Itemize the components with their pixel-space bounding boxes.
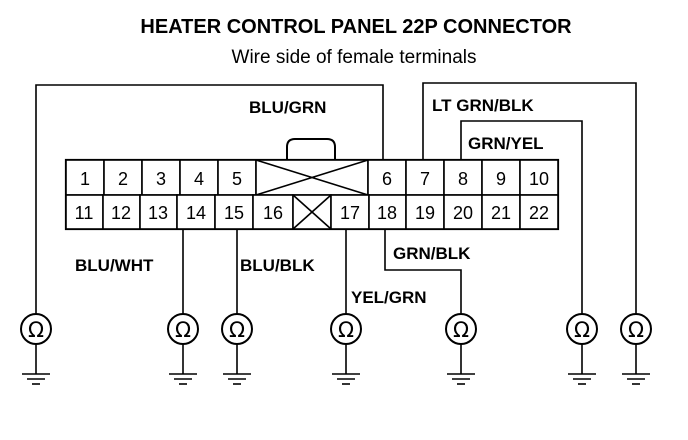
pin-number: 8 [458, 169, 468, 189]
connector-22p: 1 2 3 4 5 6 7 8 9 10 11 12 13 14 15 16 1… [64, 138, 560, 231]
ohmmeter-6: Ω [566, 313, 598, 385]
connector-lock-tab [286, 138, 336, 160]
pin-number: 9 [496, 169, 506, 189]
ohmmeter-5: Ω [445, 313, 477, 385]
ohmmeter-3: Ω [221, 313, 253, 385]
ohm-symbol: Ω [574, 318, 590, 342]
pin-cell-15 [214, 194, 254, 230]
ohm-symbol: Ω [28, 318, 44, 342]
pin-number: 14 [186, 203, 206, 223]
wire-grn-blk [384, 229, 462, 315]
pin-number: 10 [529, 169, 549, 189]
pin-numbers-top: 1 2 3 4 5 6 7 8 9 10 [80, 169, 549, 189]
wire-labels: BLU/GRN LT GRN/BLK GRN/YEL BLU/WHT BLU/B… [75, 96, 544, 307]
ground-icon [223, 344, 251, 385]
pin-number: 5 [232, 169, 242, 189]
pin-number: 3 [156, 169, 166, 189]
pin-numbers-bottom: 11 12 13 14 15 16 17 18 19 20 21 22 [75, 203, 549, 223]
label-yel-grn: YEL/GRN [351, 288, 427, 307]
pin-number: 13 [148, 203, 168, 223]
wire-blu-grn [35, 84, 384, 315]
label-blu-grn: BLU/GRN [249, 98, 326, 117]
ohmmeter-2: Ω [167, 313, 199, 385]
wire-grn-yel [460, 120, 583, 315]
pin-number: 1 [80, 169, 90, 189]
pin-number: 7 [420, 169, 430, 189]
wires [35, 82, 637, 315]
pin-cell-14 [176, 194, 216, 230]
pin-number: 12 [111, 203, 131, 223]
ohm-symbol: Ω [175, 318, 191, 342]
ohm-symbol: Ω [453, 318, 469, 342]
pin-number: 2 [118, 169, 128, 189]
ground-icon [622, 344, 650, 385]
blocked-cavity-bottom-x2 [292, 194, 332, 230]
ohm-symbol: Ω [628, 318, 644, 342]
pin-number: 19 [415, 203, 435, 223]
pin-number: 16 [263, 203, 283, 223]
ground-icon [169, 344, 197, 385]
label-grn-blk: GRN/BLK [393, 244, 471, 263]
pin-cell-18 [368, 194, 407, 230]
pin-number: 22 [529, 203, 549, 223]
pin-cell-13 [139, 194, 178, 230]
pin-number: 17 [340, 203, 360, 223]
label-lt-grn-blk: LT GRN/BLK [432, 96, 534, 115]
ground-icon [332, 344, 360, 385]
pin-cell-8 [443, 159, 483, 196]
pin-number: 15 [224, 203, 244, 223]
pin-cell-12 [102, 194, 141, 230]
pin-number: 4 [194, 169, 204, 189]
ohm-symbol: Ω [338, 318, 354, 342]
ohmmeter-4: Ω [330, 313, 362, 385]
pin-cell-6 [367, 159, 407, 196]
ohmmeter-7: Ω [620, 313, 652, 385]
pin-cell-22 [519, 194, 559, 230]
diagram-subtitle: Wire side of female terminals [232, 47, 477, 68]
pin-cell-11 [65, 194, 104, 230]
blocked-cavity-top-x2 [255, 159, 369, 196]
label-blu-wht: BLU/WHT [75, 256, 154, 275]
ground-icon [568, 344, 596, 385]
pin-cell-10 [519, 159, 559, 196]
wire-lt-grn-blk [422, 82, 637, 315]
ohmmeters: Ω Ω Ω [20, 313, 652, 385]
connector-bottom-row [65, 194, 559, 230]
ohm-symbol: Ω [229, 318, 245, 342]
ohmmeter-1: Ω [20, 313, 52, 385]
pin-number: 20 [453, 203, 473, 223]
pin-cell-21 [481, 194, 521, 230]
pin-cell-17 [330, 194, 370, 230]
pin-number: 18 [377, 203, 397, 223]
connector-top-row [65, 159, 559, 196]
diagram-title: HEATER CONTROL PANEL 22P CONNECTOR [140, 16, 572, 38]
pin-number: 11 [75, 203, 94, 223]
ground-icon [447, 344, 475, 385]
label-grn-yel: GRN/YEL [468, 134, 544, 153]
pin-number: 6 [382, 169, 392, 189]
ground-icon [22, 344, 50, 385]
pin-number: 21 [491, 203, 511, 223]
label-blu-blk: BLU/BLK [240, 256, 315, 275]
